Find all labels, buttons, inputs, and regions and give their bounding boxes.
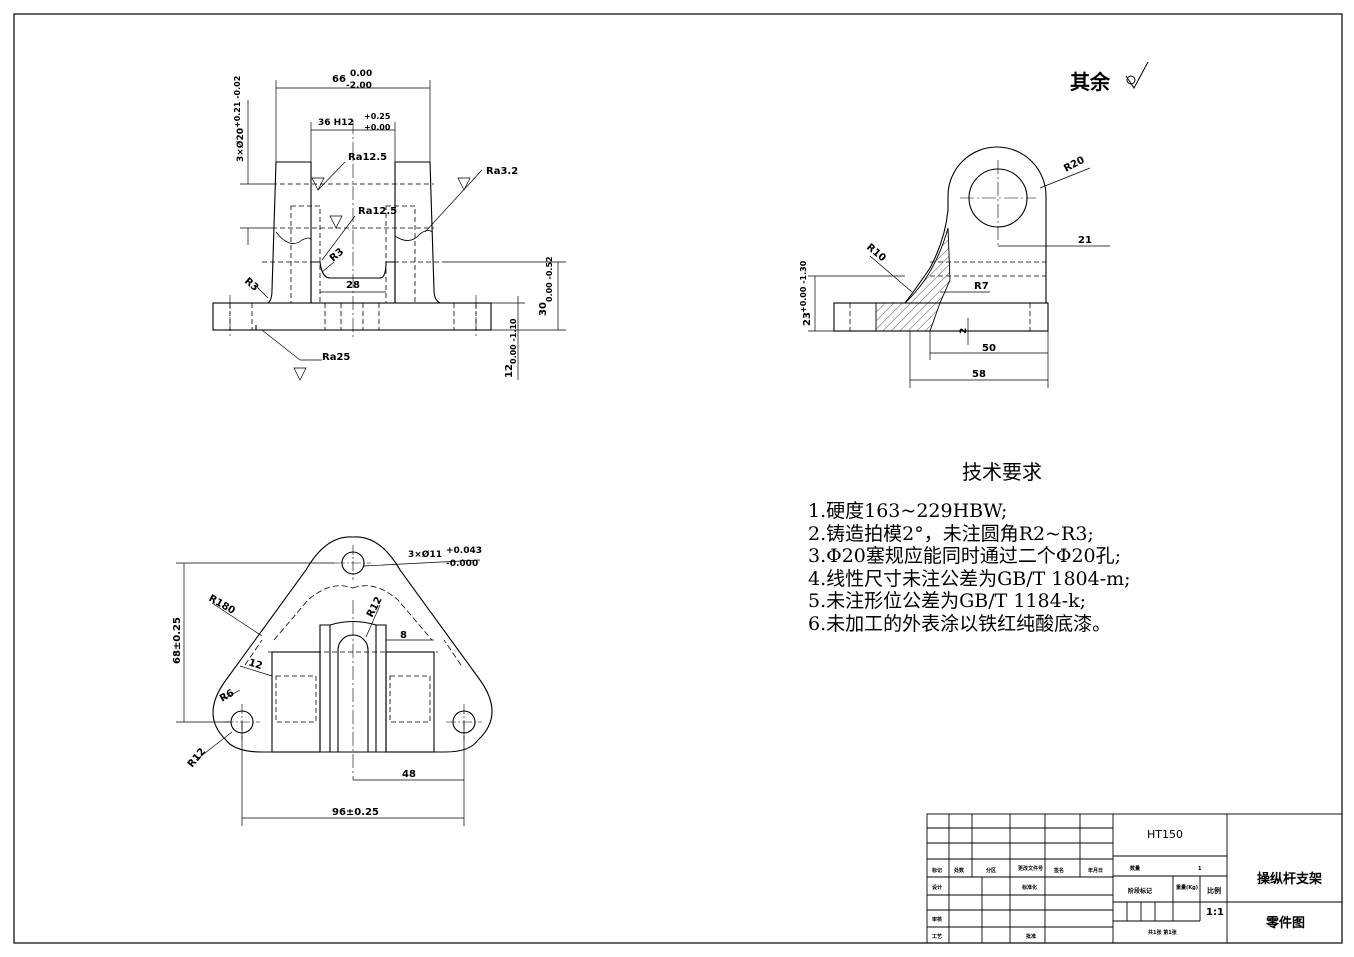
row-label-2: 分区 bbox=[986, 867, 996, 874]
top-view bbox=[176, 536, 493, 826]
front-dim-66-lower: -2.00 bbox=[346, 81, 372, 91]
top-r12-a: R12 bbox=[365, 595, 385, 619]
top-dim-8: 8 bbox=[400, 630, 407, 641]
tech-requirement-item: 5.未注形位公差为GB/T 1184-k; bbox=[808, 590, 1087, 612]
stage-label: 阶段标记 bbox=[1128, 887, 1152, 895]
tech-requirement-item: 2.铸造拍模2°，未注圆角R2~R3; bbox=[808, 522, 1094, 545]
front-ra-12-5-a: Ra12.5 bbox=[348, 152, 387, 163]
scale-label: 比例 bbox=[1207, 886, 1221, 895]
top-r6: R6 bbox=[218, 688, 236, 705]
row-label-4: 签名 bbox=[1053, 867, 1064, 874]
front-dim-holes-tol: +0.21 -0.02 bbox=[233, 76, 242, 128]
top-r12-b: R12 bbox=[186, 746, 208, 770]
scale: 1:1 bbox=[1206, 907, 1224, 918]
side-dim-23-tol: +0.00 -1.30 bbox=[799, 260, 808, 313]
side-dim-50: 50 bbox=[982, 343, 996, 354]
approve-label: 批准 bbox=[1026, 933, 1036, 940]
front-dim-holes: 3×Ø20 bbox=[235, 128, 246, 162]
front-ra-12-5-b: Ra12.5 bbox=[358, 206, 397, 217]
front-dim-36-lower: +0.00 bbox=[364, 123, 391, 132]
front-dim-66: 66 bbox=[332, 74, 346, 85]
front-dim-36: 36 H12 bbox=[318, 118, 354, 128]
part-name: 操纵杆支架 bbox=[1257, 871, 1322, 887]
roughness-symbol bbox=[1125, 61, 1149, 89]
side-r7: R7 bbox=[974, 281, 989, 292]
row-label-3: 更改文件号 bbox=[1018, 865, 1043, 872]
tech-requirement-item: 1.硬度163~229HBW; bbox=[808, 500, 1008, 522]
front-ra-3-2: Ra3.2 bbox=[486, 166, 518, 177]
front-dim-30: 30 bbox=[538, 302, 549, 316]
top-dim-holes: 3×Ø11 bbox=[408, 549, 442, 560]
side-r20: R20 bbox=[1062, 155, 1086, 175]
top-r180: R180 bbox=[207, 593, 237, 617]
front-r3-left: R3 bbox=[242, 276, 260, 294]
side-view bbox=[808, 146, 1110, 388]
side-dim-58: 58 bbox=[972, 369, 986, 380]
tech-requirements-list: 1.硬度163~229HBW; 2.铸造拍模2°，未注圆角R2~R3; 3.Φ2… bbox=[808, 500, 1131, 635]
top-dim-holes-lower: -0.000 bbox=[446, 559, 478, 569]
row-label-5: 年月日 bbox=[1088, 867, 1103, 874]
quantity-value: 1 bbox=[1198, 866, 1202, 872]
material: HT150 bbox=[1147, 828, 1183, 841]
tech-requirement-item: 3.Φ20塞规应能同时通过二个Φ20孔; bbox=[808, 545, 1122, 567]
row-label-0: 标记 bbox=[931, 867, 942, 874]
front-dim-12-tol: 0.00 -1.10 bbox=[509, 318, 518, 364]
top-dim-holes-upper: +0.043 bbox=[446, 546, 482, 556]
review-label: 审核 bbox=[932, 916, 942, 923]
front-dim-66-upper: 0.00 bbox=[350, 69, 372, 79]
tech-requirement-item: 4.线性尺寸未注公差为GB/T 1804-m; bbox=[808, 567, 1131, 590]
tech-requirements-title: 技术要求 bbox=[962, 460, 1042, 484]
front-dim-36-upper: +0.25 bbox=[364, 112, 391, 121]
side-dim-2: 2 bbox=[959, 328, 969, 334]
front-dim-12: 12 bbox=[504, 364, 515, 378]
top-dim-96: 96±0.25 bbox=[332, 807, 379, 818]
sheet-border bbox=[13, 13, 1343, 944]
front-view bbox=[212, 80, 566, 381]
standardize-label: 标准化 bbox=[1021, 884, 1037, 891]
drawing-type: 零件图 bbox=[1265, 915, 1305, 931]
quantity-label: 数量 bbox=[1130, 865, 1140, 872]
side-dim-23: 23 bbox=[802, 312, 813, 326]
top-dim-68: 68±0.25 bbox=[172, 617, 183, 664]
sheets: 共1张 第1张 bbox=[1148, 929, 1178, 936]
process-label: 工艺 bbox=[932, 933, 942, 940]
tech-requirement-item: 6.未加工的外表涂以铁红纯酸底漆。 bbox=[808, 612, 1112, 635]
title-block bbox=[926, 813, 1343, 944]
row-label-1: 处数 bbox=[953, 867, 965, 874]
top-dim-12: 12 bbox=[247, 657, 264, 672]
side-dim-21: 21 bbox=[1078, 235, 1092, 246]
front-ra-25: Ra25 bbox=[322, 352, 350, 363]
front-dim-28: 28 bbox=[346, 280, 360, 291]
design-label: 设计 bbox=[932, 884, 942, 891]
front-dim-30-tol: 0.00 -0.52 bbox=[545, 256, 554, 302]
top-dim-48: 48 bbox=[402, 769, 416, 780]
weight-label: 重量(Kg) bbox=[1176, 884, 1198, 891]
surface-note-label: 其余 bbox=[1070, 70, 1110, 94]
